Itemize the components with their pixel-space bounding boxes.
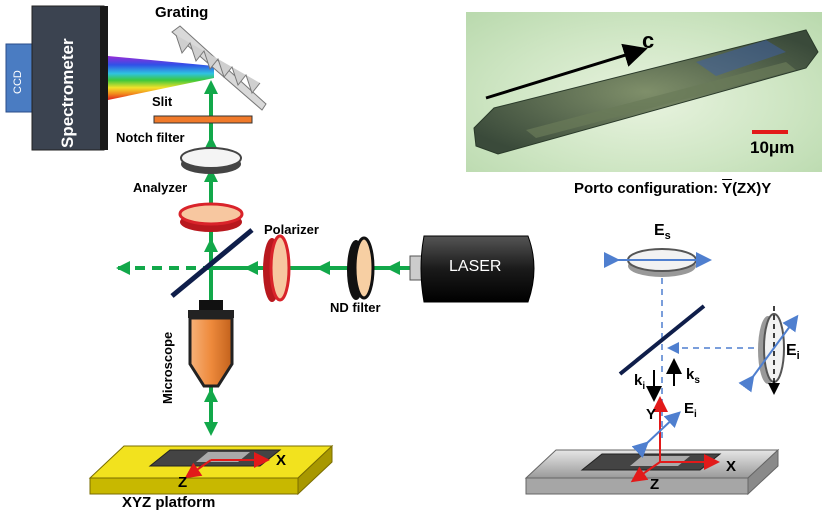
slit-label: Slit xyxy=(152,94,173,109)
ei-polarization-arrow-low xyxy=(631,411,681,459)
ccd-box xyxy=(5,43,33,113)
beam-arrow-left xyxy=(116,261,130,275)
axis-x-label: X xyxy=(276,452,287,469)
microscope-label: Microscope xyxy=(160,331,175,404)
ei-polarization-arrow-right xyxy=(738,314,799,393)
xyz-platform xyxy=(88,444,334,496)
analyzer xyxy=(178,202,244,232)
analyzer-disc-right xyxy=(627,248,697,277)
ki-label: ki xyxy=(634,372,646,392)
spectrometer-label: Spectrometer xyxy=(58,38,77,148)
beam-arrow-notch xyxy=(204,136,218,150)
xyz-platform-label: XYZ platform xyxy=(122,494,216,511)
es-label: Es xyxy=(654,222,671,243)
beam-splitter xyxy=(170,228,254,298)
dispersed-spectrum xyxy=(108,56,214,100)
scale-bar-label: 10μm xyxy=(750,138,795,157)
beam-arrow-up-low xyxy=(204,388,218,402)
nd-filter-label: ND filter xyxy=(330,300,381,315)
schematic-x-label: X xyxy=(726,458,737,475)
laser xyxy=(409,235,535,303)
beam-arrow-horizontal-3 xyxy=(386,261,400,275)
beam-arrow-horizontal-1 xyxy=(244,261,258,275)
beam-arrow-down-low xyxy=(204,422,218,436)
analyzer-label: Analyzer xyxy=(133,180,188,195)
schematic-axes xyxy=(630,396,720,483)
grating xyxy=(171,25,267,111)
schematic-z-label: Z xyxy=(650,476,660,493)
laser-label: LASER xyxy=(449,258,502,275)
slit xyxy=(153,115,253,124)
grating-label: Grating xyxy=(155,4,209,21)
polarizer-disc-right xyxy=(758,306,785,395)
ks-label: ks xyxy=(686,366,700,386)
polarizer xyxy=(263,234,291,302)
crystal-micrograph xyxy=(466,12,822,172)
notch-filter xyxy=(180,147,242,174)
polarizer-label: Polarizer xyxy=(264,222,319,237)
beam-splitter-right xyxy=(618,304,706,376)
nd-filter xyxy=(347,236,375,300)
configuration-suffix: (ZX)Y xyxy=(732,180,772,197)
notch-filter-label: Notch filter xyxy=(116,130,185,145)
platform-axes xyxy=(184,452,270,479)
beam-arrow-polarizer xyxy=(204,238,218,252)
y-axis-label: Y xyxy=(646,406,657,423)
beam-arrow-analyzer xyxy=(204,168,218,182)
spectrometer-box xyxy=(31,5,108,151)
configuration-label: Porto configuration: Y(ZX)Y xyxy=(574,180,771,197)
axis-z-label: Z xyxy=(178,474,188,491)
beam-arrow-grating xyxy=(204,80,218,94)
ei-low-label: Ei xyxy=(684,400,697,420)
crystal-axis-label: c xyxy=(642,28,655,53)
beam-arrow-horizontal-2 xyxy=(316,261,330,275)
ei-right-label: Ei xyxy=(786,342,800,363)
microscope xyxy=(188,300,234,388)
gray-platform xyxy=(524,448,780,496)
configuration-y-bar: Y xyxy=(722,180,733,197)
ccd-label: CCD xyxy=(12,70,24,94)
configuration-prefix: Porto configuration: xyxy=(574,180,723,197)
